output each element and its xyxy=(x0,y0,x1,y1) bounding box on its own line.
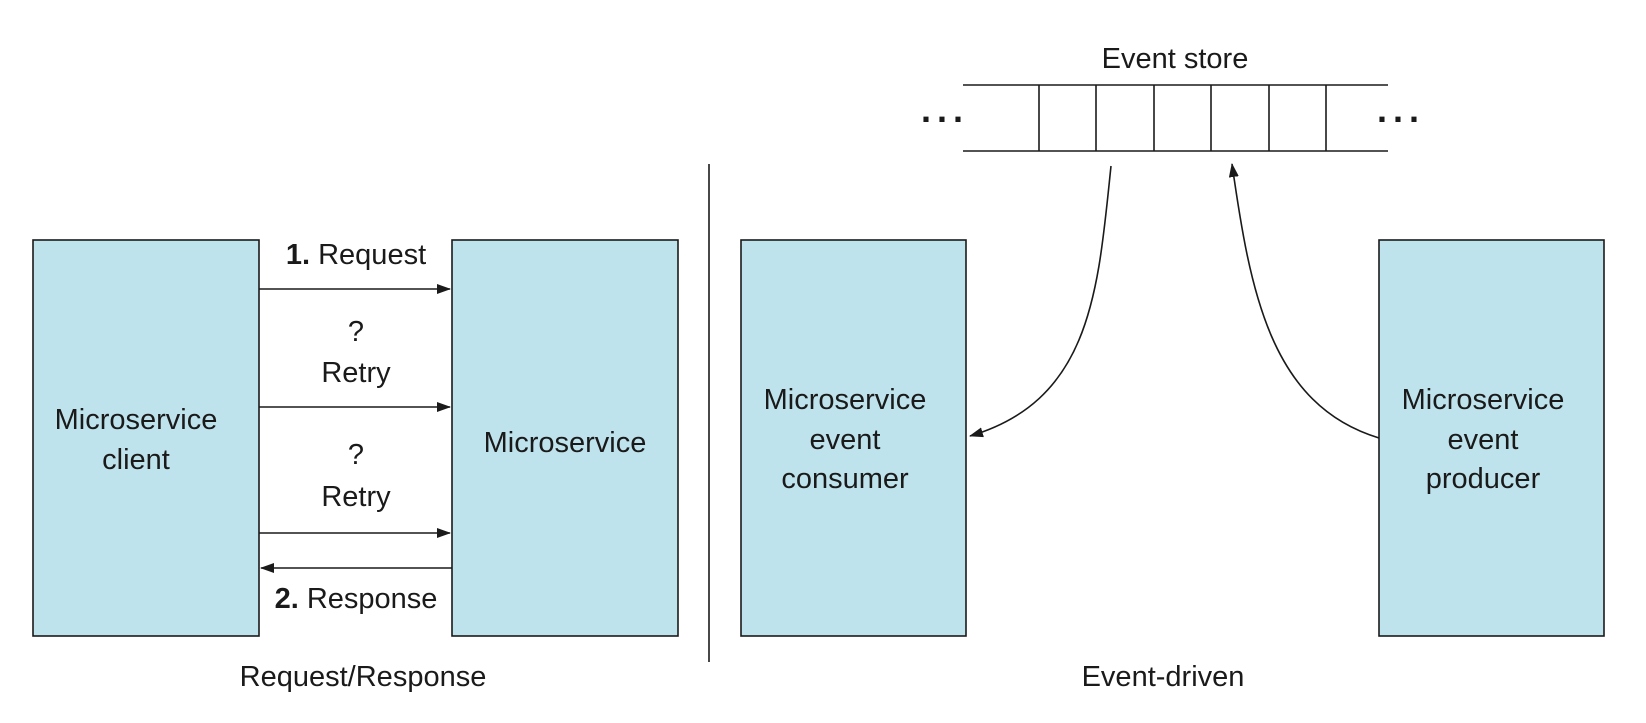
retry-label-1: Retry xyxy=(321,357,391,389)
service-label: Microservice xyxy=(484,427,647,459)
consumer-label-line3: consumer xyxy=(781,463,909,495)
request-number: 1. xyxy=(286,239,310,271)
producer-label-line1: Microservice xyxy=(1402,384,1565,416)
response-label: 2. Response xyxy=(275,583,438,615)
event-driven-caption: Event-driven xyxy=(1082,661,1245,693)
request-response-caption: Request/Response xyxy=(240,661,487,693)
request-label: 1. Request xyxy=(286,239,426,271)
request-text: Request xyxy=(318,239,426,271)
client-label-line1: Microservice xyxy=(55,404,218,436)
response-number: 2. xyxy=(275,583,299,615)
event-store-title: Event store xyxy=(1102,43,1249,75)
microservice-box xyxy=(451,239,679,637)
response-text: Response xyxy=(307,583,438,615)
microservice-client-box xyxy=(32,239,260,637)
retry-label-2: Retry xyxy=(321,481,391,513)
event-store-queue xyxy=(963,84,1388,152)
consumer-label-line1: Microservice xyxy=(764,384,927,416)
retry-question-mark-1: ? xyxy=(348,316,364,348)
producer-label-line2: event xyxy=(1448,424,1519,456)
queue-ellipsis-right: ... xyxy=(1377,89,1425,130)
store-to-consumer-arrow xyxy=(969,165,1112,438)
consumer-label-line2: event xyxy=(810,424,881,456)
producer-to-store-arrow xyxy=(1228,163,1380,439)
queue-ellipsis-left: ... xyxy=(921,89,969,130)
event-consumer-box xyxy=(740,239,967,637)
retry-question-mark-2: ? xyxy=(348,439,364,471)
event-producer-box xyxy=(1378,239,1605,637)
client-label-line2: client xyxy=(102,444,170,476)
producer-label-line3: producer xyxy=(1426,463,1541,495)
